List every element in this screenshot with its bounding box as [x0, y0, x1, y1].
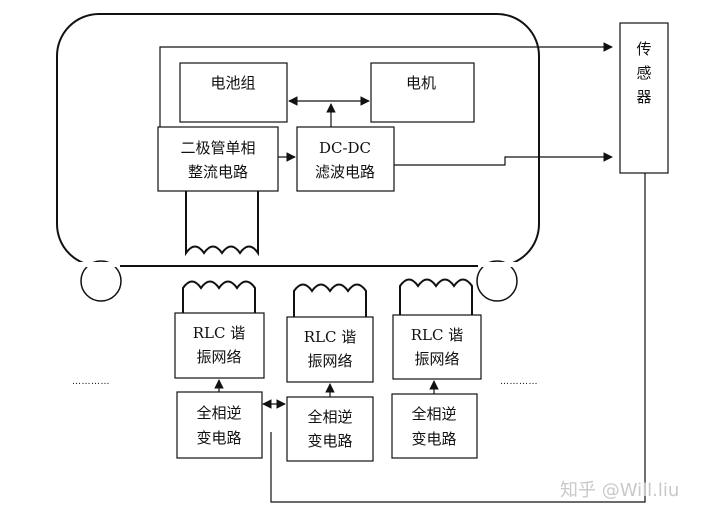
- sensor-box: [619, 22, 669, 174]
- rlc-box-1: [174, 312, 265, 379]
- ellipsis-right: …………: [500, 377, 538, 387]
- transmitter-coil-2: [293, 283, 367, 317]
- dcdc-box: [296, 126, 395, 192]
- transmitter-coil-3: [399, 278, 473, 317]
- rectifier-label-1: 二极管单相: [180, 139, 255, 157]
- battery-box: [179, 62, 288, 123]
- sensor-label-3: 器: [636, 88, 651, 106]
- inverter-box-2: [286, 396, 374, 462]
- sensor-feedback-bus: [270, 173, 646, 503]
- rlc-box-3: [392, 314, 482, 380]
- rectifier-label-2: 整流电路: [188, 163, 248, 181]
- top-sensor-line: [159, 42, 613, 127]
- inverter-box-3: [391, 393, 478, 459]
- watermark: 知乎 @Will.liu: [560, 480, 679, 501]
- rlc-2-label-2: 振网络: [307, 352, 352, 370]
- inverter-1-label-2: 变电路: [196, 429, 241, 447]
- motor-label: 电机: [406, 74, 436, 92]
- sensor-label-2: 感: [636, 64, 651, 82]
- inverter-2-label-1: 全相逆: [307, 408, 352, 426]
- dcdc-label-2: 滤波电路: [315, 163, 375, 181]
- inverter-box-1: [176, 391, 263, 459]
- rectifier-box: [157, 126, 279, 192]
- transmitter-coil-1: [182, 280, 256, 315]
- rlc-2-label-1: RLC 谐: [304, 328, 357, 346]
- body-bottom-mask: [57, 262, 539, 267]
- inverter-2-label-2: 变电路: [307, 432, 352, 450]
- dcdc-sensor-line: [394, 152, 613, 166]
- motor-box: [370, 62, 475, 123]
- rlc-3-label-2: 振网络: [414, 350, 459, 368]
- rlc-1-label-1: RLC 谐: [193, 324, 246, 342]
- right-wheel: [476, 260, 518, 302]
- rlc-1-label-2: 振网络: [196, 348, 241, 366]
- battery-label: 电池组: [210, 74, 255, 92]
- receiver-coil: [185, 191, 259, 257]
- sensor-label-1: 传: [636, 40, 651, 58]
- dcdc-label-1: DC-DC: [319, 139, 371, 157]
- ellipsis-left: …………: [72, 377, 110, 387]
- inverter-3-label-2: 变电路: [411, 430, 456, 448]
- inverter-3-label-1: 全相逆: [411, 405, 456, 423]
- left-wheel: [80, 260, 122, 302]
- rlc-box-2: [286, 316, 374, 383]
- rlc-3-label-1: RLC 谐: [411, 326, 464, 344]
- inverter-1-label-1: 全相逆: [196, 404, 241, 422]
